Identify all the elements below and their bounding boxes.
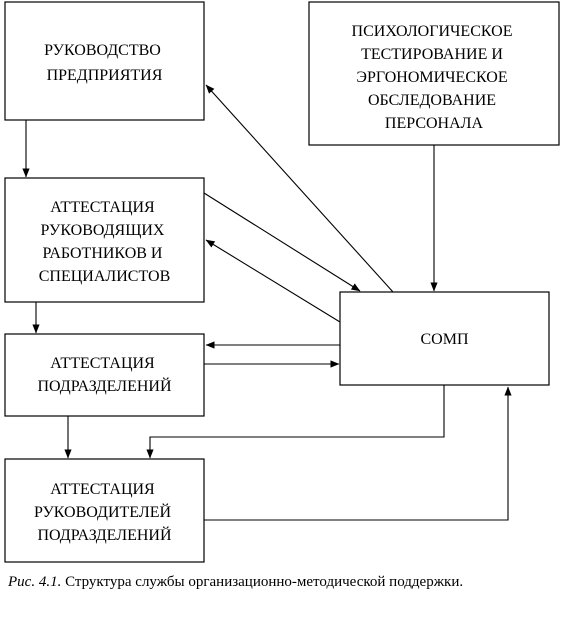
box-attest-managers-label: АТТЕСТАЦИЯ РУКОВОДЯЩИХ РАБОТНИКОВ И СПЕЦ…	[39, 199, 171, 285]
box-attest-managers: АТТЕСТАЦИЯ РУКОВОДЯЩИХ РАБОТНИКОВ И СПЕЦ…	[4, 177, 205, 303]
box-testing-label: ПСИХОЛОГИЧЕСКОЕ ТЕСТИРОВАНИЕ И ЭРГОНОМИЧ…	[352, 23, 517, 132]
caption-text: Структура службы организационно-методиче…	[61, 574, 464, 590]
box-management-label: РУКОВОДСТВО ПРЕДПРИЯТИЯ	[44, 42, 165, 84]
box-testing: ПСИХОЛОГИЧЕСКОЕ ТЕСТИРОВАНИЕ И ЭРГОНОМИЧ…	[308, 1, 560, 146]
box-attest-units-label: АТТЕСТАЦИЯ ПОДРАЗДЕЛЕНИЙ	[37, 355, 171, 395]
arrow-somp-to-management	[205, 84, 394, 293]
box-attest-unit-heads-label: АТТЕСТАЦИЯ РУКОВОДИТЕЛЕЙ ПОДРАЗДЕЛЕНИЙ	[34, 481, 175, 544]
box-attest-unit-heads: АТТЕСТАЦИЯ РУКОВОДИТЕЛЕЙ ПОДРАЗДЕЛЕНИЙ	[4, 458, 205, 563]
box-somp-label: СОМП	[420, 331, 468, 348]
arrow-somp-to-attest-managers	[205, 239, 341, 323]
box-management: РУКОВОДСТВО ПРЕДПРИЯТИЯ	[4, 1, 205, 121]
box-attest-units: АТТЕСТАЦИЯ ПОДРАЗДЕЛЕНИЙ	[4, 333, 205, 417]
arrow-attest-managers-to-somp	[203, 192, 361, 292]
figure-caption: Рис. 4.1. Структура службы организационн…	[8, 574, 463, 591]
arrow-attest-unit-heads-to-somp	[204, 386, 512, 521]
arrow-somp-to-attest-unit-heads	[146, 385, 445, 459]
box-somp: СОМП	[339, 291, 550, 386]
caption-prefix: Рис. 4.1.	[8, 574, 62, 590]
